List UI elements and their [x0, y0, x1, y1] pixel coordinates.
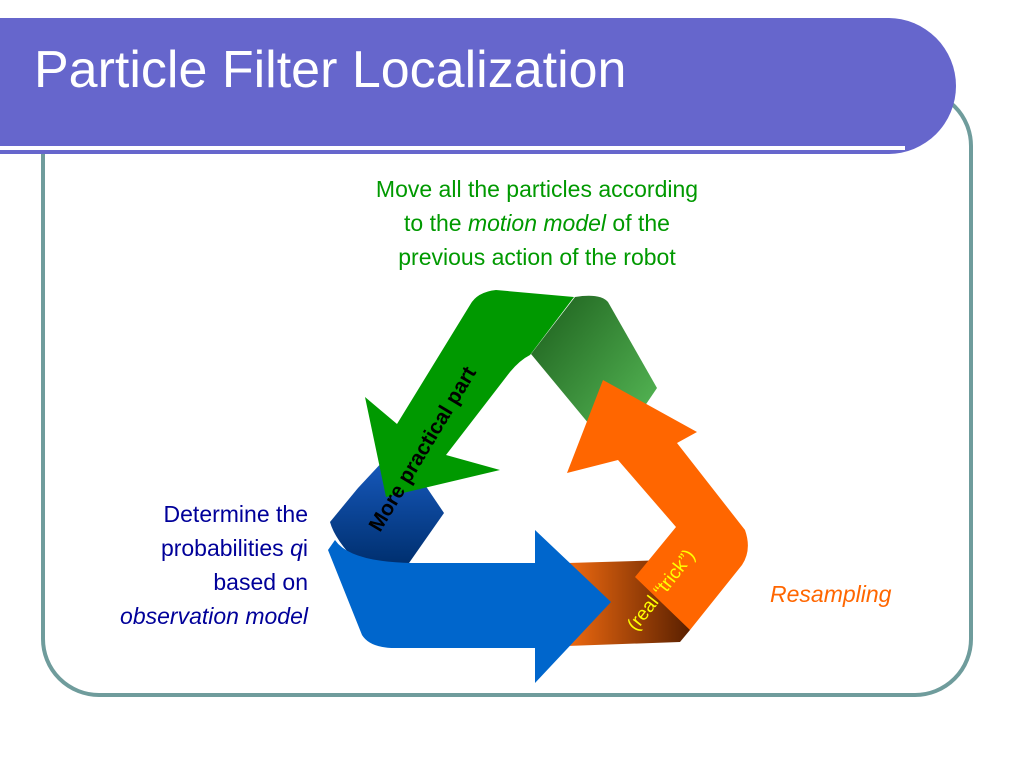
- observation-caption-line-4: observation model: [120, 603, 308, 629]
- probability-symbol: q: [290, 535, 303, 561]
- green-arrow: [365, 290, 574, 497]
- motion-model-term: motion model: [467, 210, 607, 236]
- motion-caption-text: of the: [606, 210, 670, 236]
- probability-index: i: [302, 535, 308, 561]
- observation-caption-text: probabilities: [160, 535, 291, 561]
- blue-arrow: [328, 530, 611, 683]
- observation-model-caption: Determine the probabilities qi based on …: [40, 497, 308, 633]
- title-bar: [0, 18, 956, 154]
- motion-caption-line-2: to the motion model of the: [330, 206, 744, 240]
- resampling-caption: Resampling: [770, 581, 892, 607]
- motion-caption-line-1: Move all the particles according: [375, 176, 699, 202]
- slide-title: Particle Filter Localization: [34, 41, 627, 99]
- title-underline: [0, 146, 905, 150]
- orange-arrow: [567, 380, 748, 630]
- observation-caption-line-2: probabilities qi: [40, 531, 308, 565]
- motion-caption-line-3: previous action of the robot: [398, 244, 676, 270]
- observation-caption-line-1: Determine the: [163, 501, 308, 527]
- motion-caption-text: to the: [404, 210, 468, 236]
- observation-caption-line-3: based on: [213, 569, 308, 595]
- motion-model-caption: Move all the particles according to the …: [330, 172, 744, 274]
